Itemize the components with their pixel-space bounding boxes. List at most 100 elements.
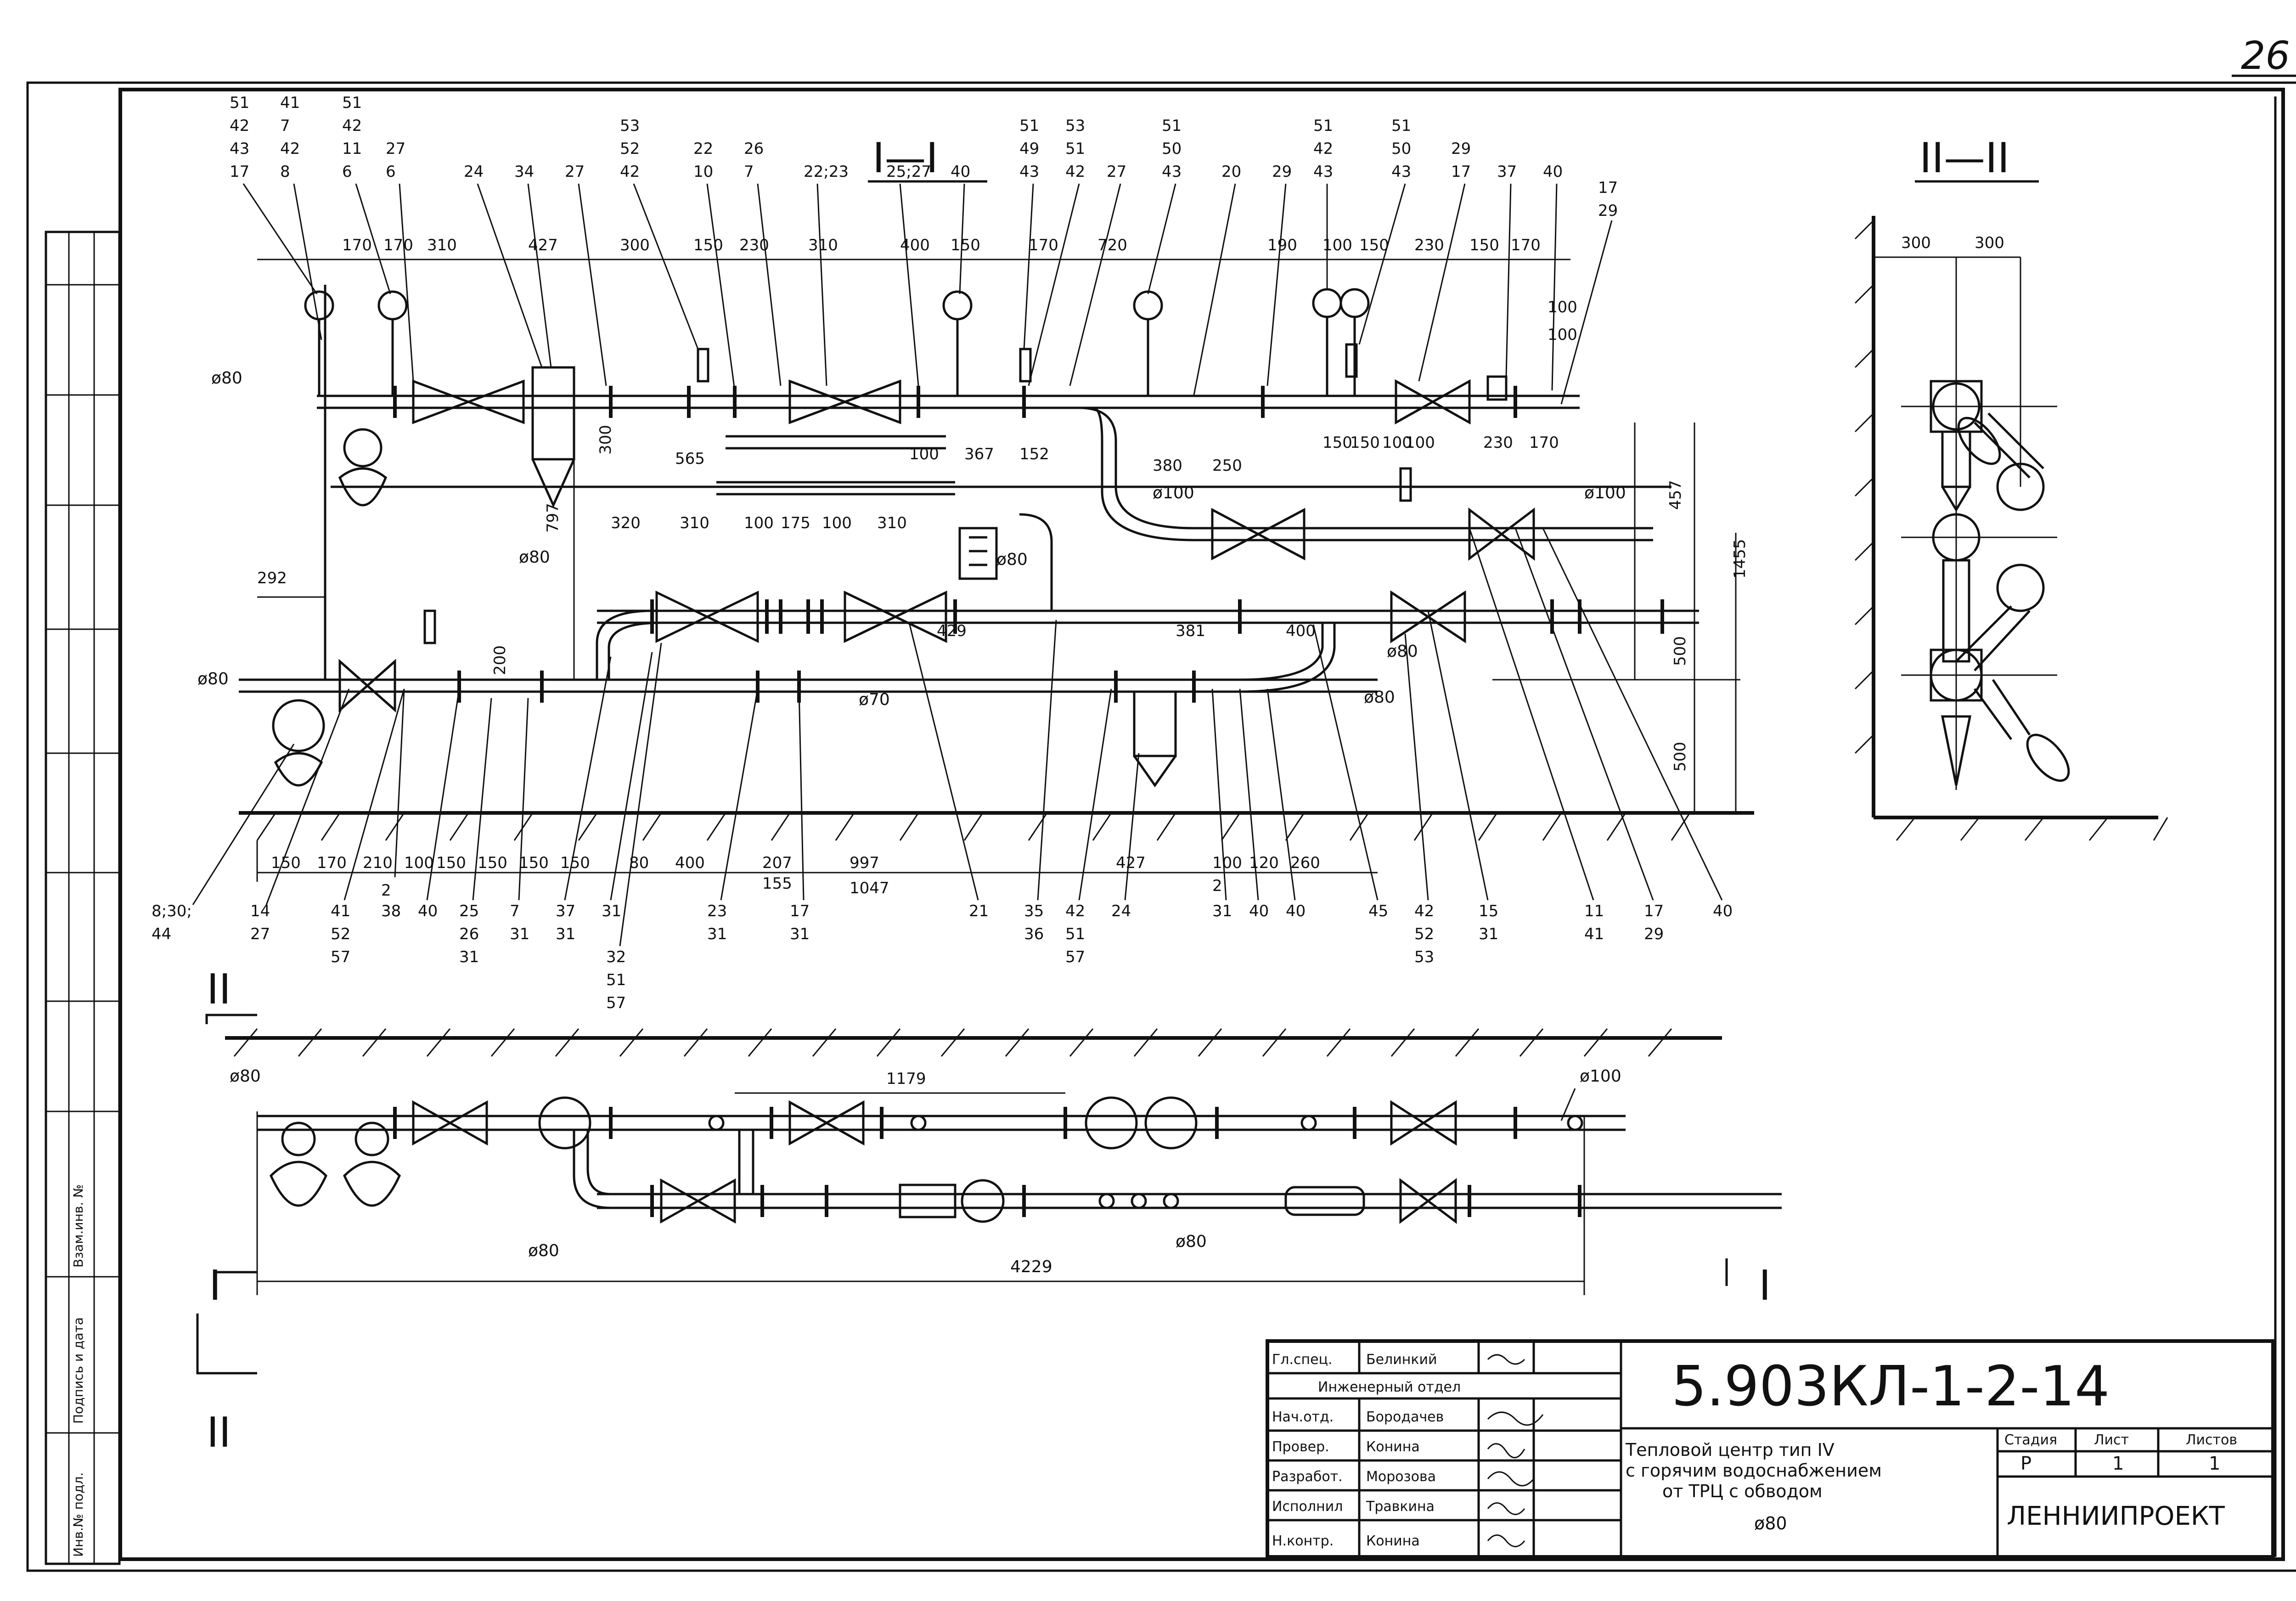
top-dimensions: 170 170 310 427 300 150 230 310 400 150 … [342, 236, 1541, 254]
svg-text:310: 310 [808, 236, 838, 254]
svg-text:57: 57 [1065, 948, 1085, 966]
svg-text:ø80: ø80 [519, 548, 550, 567]
svg-text:27: 27 [565, 163, 585, 181]
svg-text:42: 42 [620, 163, 640, 181]
svg-text:ø80: ø80 [1364, 688, 1395, 707]
svg-text:1: 1 [2112, 1453, 2124, 1474]
svg-text:43: 43 [1391, 163, 1411, 181]
svg-text:100: 100 [1382, 434, 1412, 452]
svg-text:100: 100 [1405, 434, 1435, 452]
svg-text:150: 150 [560, 854, 590, 872]
svg-text:41: 41 [331, 902, 350, 920]
svg-text:6: 6 [386, 163, 396, 181]
svg-text:210: 210 [363, 854, 393, 872]
svg-text:ø80: ø80 [1754, 1513, 1787, 1533]
svg-text:25;27: 25;27 [886, 163, 931, 181]
svg-text:150: 150 [1469, 236, 1499, 254]
svg-text:45: 45 [1368, 902, 1388, 920]
svg-text:100: 100 [1212, 854, 1242, 872]
svg-text:200: 200 [491, 645, 509, 675]
svg-text:150: 150 [271, 854, 301, 872]
svg-text:100: 100 [909, 445, 939, 463]
svg-text:300: 300 [620, 236, 650, 254]
svg-text:37: 37 [556, 902, 575, 920]
svg-text:797: 797 [544, 503, 562, 533]
svg-text:Белинкий: Белинкий [1366, 1352, 1437, 1368]
svg-text:Тепловой центр тип IV: Тепловой центр тип IV [1625, 1440, 1835, 1460]
plan-marker-right: I [1759, 1262, 1771, 1310]
svg-text:от ТРЦ с обводом: от ТРЦ с обводом [1662, 1481, 1823, 1501]
svg-text:24: 24 [1111, 902, 1131, 920]
svg-text:150: 150 [436, 854, 466, 872]
inner-frame [118, 88, 2285, 1561]
svg-text:22: 22 [693, 140, 713, 158]
svg-text:Травкина: Травкина [1366, 1499, 1435, 1515]
svg-text:17: 17 [1598, 179, 1618, 197]
plan-marker-top: II [207, 965, 231, 1014]
plan-marker-bottom: II [207, 1409, 231, 1457]
svg-text:38: 38 [381, 902, 401, 920]
svg-text:Конина: Конина [1366, 1439, 1420, 1455]
svg-text:ø80: ø80 [230, 1067, 261, 1086]
svg-text:1455: 1455 [1731, 539, 1749, 579]
svg-text:11: 11 [1584, 902, 1604, 920]
plan-view: II II I I [196, 965, 1782, 1457]
svg-text:17: 17 [230, 163, 249, 181]
svg-text:51: 51 [606, 971, 626, 989]
svg-text:53: 53 [1414, 948, 1434, 966]
svg-text:31: 31 [510, 925, 529, 943]
svg-text:380: 380 [1153, 457, 1182, 475]
svg-text:43: 43 [1019, 163, 1039, 181]
svg-text:41: 41 [1584, 925, 1604, 943]
svg-text:31: 31 [1212, 902, 1232, 920]
svg-text:17: 17 [790, 902, 810, 920]
svg-text:292: 292 [257, 569, 287, 587]
svg-text:100: 100 [1548, 326, 1577, 344]
svg-text:ø80: ø80 [1387, 642, 1418, 661]
pump-icon [272, 428, 388, 787]
svg-text:Конина: Конина [1366, 1533, 1420, 1549]
svg-text:170: 170 [317, 854, 347, 872]
svg-text:500: 500 [1671, 636, 1689, 666]
svg-text:ø80: ø80 [197, 670, 229, 688]
stamp-column: Взам.инв. № Подпись и дата Инв.№ подл. [45, 231, 121, 1565]
svg-text:400: 400 [1286, 622, 1316, 640]
svg-text:32: 32 [606, 948, 626, 966]
svg-text:40: 40 [1713, 902, 1733, 920]
svg-text:51: 51 [1065, 140, 1085, 158]
svg-text:29: 29 [1272, 163, 1292, 181]
svg-text:51: 51 [342, 94, 362, 112]
svg-text:230: 230 [1483, 434, 1513, 452]
svg-text:52: 52 [620, 140, 640, 158]
svg-text:ø70: ø70 [859, 690, 890, 709]
svg-text:36: 36 [1024, 925, 1044, 943]
svg-text:29: 29 [1451, 140, 1471, 158]
svg-text:15: 15 [1479, 902, 1498, 920]
svg-text:7: 7 [280, 117, 290, 135]
svg-text:8: 8 [280, 163, 290, 181]
svg-text:52: 52 [1414, 925, 1434, 943]
svg-text:40: 40 [951, 163, 970, 181]
svg-text:41: 41 [280, 94, 300, 112]
svg-text:Гл.спец.: Гл.спец. [1272, 1352, 1333, 1368]
svg-text:51: 51 [1162, 117, 1182, 135]
svg-text:42: 42 [230, 117, 249, 135]
row2-dimensions: 320 310 100 175 100 310 100 367 152 380 … [611, 434, 1559, 532]
svg-text:22;23: 22;23 [804, 163, 849, 181]
svg-text:427: 427 [528, 236, 558, 254]
svg-text:50: 50 [1391, 140, 1411, 158]
svg-text:43: 43 [1162, 163, 1182, 181]
section-I-I: I—I [239, 134, 1754, 882]
svg-text:190: 190 [1267, 236, 1297, 254]
svg-text:ø100: ø100 [1580, 1067, 1621, 1086]
organization-name: ЛЕННИИПРОЕКТ [2007, 1501, 2225, 1531]
svg-text:500: 500 [1671, 742, 1689, 772]
sheet-number: 26 [2241, 33, 2290, 78]
svg-text:49: 49 [1019, 140, 1039, 158]
svg-text:170: 170 [342, 236, 372, 254]
svg-text:42: 42 [342, 117, 362, 135]
svg-text:26: 26 [459, 925, 479, 943]
svg-text:ø100: ø100 [1584, 484, 1626, 502]
svg-text:40: 40 [1286, 902, 1306, 920]
svg-text:565: 565 [675, 450, 705, 468]
